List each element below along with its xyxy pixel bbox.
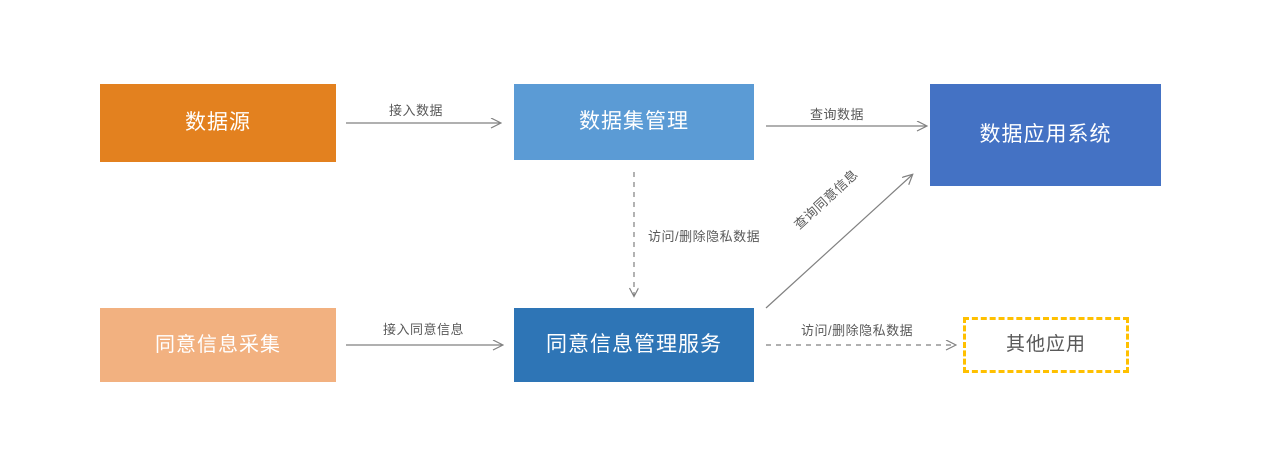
node-consent-collection[interactable]: 同意信息采集 bbox=[100, 308, 336, 382]
edge-label-ingest-data: 接入数据 bbox=[389, 103, 444, 118]
node-data-source[interactable]: 数据源 bbox=[100, 84, 336, 162]
edge-label-query-data: 查询数据 bbox=[810, 107, 865, 122]
node-data-application-system-label: 数据应用系统 bbox=[979, 123, 1112, 147]
edge-label-query-consent-info: 查询同意信息 bbox=[791, 166, 861, 233]
node-data-application-system[interactable]: 数据应用系统 bbox=[930, 84, 1161, 186]
node-dataset-management-label: 数据集管理 bbox=[579, 110, 689, 134]
node-other-application[interactable]: 其他应用 bbox=[963, 317, 1129, 373]
node-consent-collection-label: 同意信息采集 bbox=[155, 334, 281, 356]
edge-label-access-delete-privacy-data-top: 访问/删除隐私数据 bbox=[648, 229, 761, 244]
node-data-source-label: 数据源 bbox=[185, 111, 251, 135]
edge-label-ingest-consent-info: 接入同意信息 bbox=[383, 322, 465, 337]
node-other-application-label: 其他应用 bbox=[1005, 333, 1086, 355]
node-consent-management-service-label: 同意信息管理服务 bbox=[546, 333, 722, 357]
node-dataset-management[interactable]: 数据集管理 bbox=[514, 84, 754, 160]
node-consent-management-service[interactable]: 同意信息管理服务 bbox=[514, 308, 754, 382]
edge-label-access-delete-privacy-data-bottom: 访问/删除隐私数据 bbox=[801, 323, 914, 338]
